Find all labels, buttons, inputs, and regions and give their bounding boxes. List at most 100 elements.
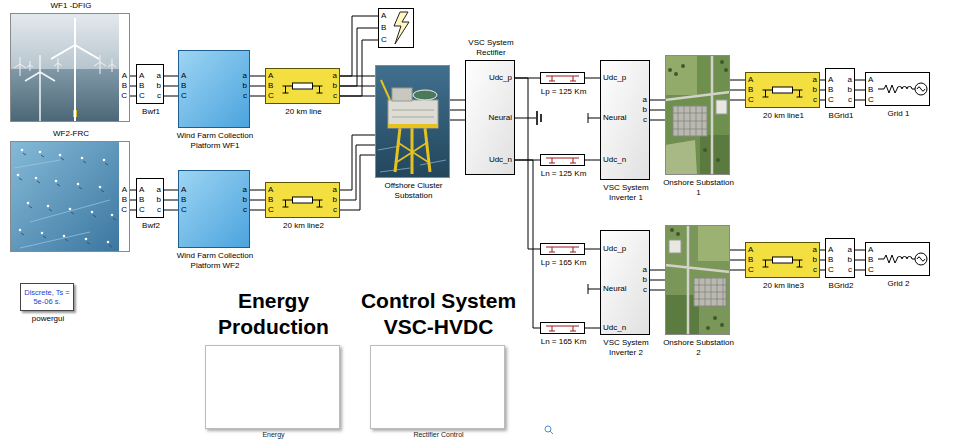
block-name: Rectifier Control <box>371 431 506 439</box>
collection-platform-block: ABCabcWind Farm Collection Platform WF2 <box>178 170 250 248</box>
grid-source-block: ABCGrid 2 <box>865 242 930 276</box>
subsystem-block: Energy ProductionEnergy <box>205 345 340 429</box>
deck-lines <box>392 110 434 117</box>
port-label: a <box>643 265 647 275</box>
port-label: A <box>868 75 873 85</box>
wire <box>650 270 665 290</box>
block-name: 20 km line3 <box>744 281 824 291</box>
port-label: B <box>122 81 127 91</box>
port-label: b <box>243 195 247 205</box>
wire <box>515 160 540 328</box>
platform-fill <box>178 50 250 128</box>
pi-line-symbols <box>283 83 803 267</box>
converter-fill <box>600 60 650 180</box>
wire <box>515 78 540 249</box>
port-label: c <box>243 205 247 215</box>
sea <box>10 141 119 252</box>
switchyard <box>694 278 726 306</box>
wire <box>585 328 600 329</box>
port-label: b <box>813 255 817 265</box>
port-label: C <box>748 265 754 275</box>
block-name: powergui <box>18 314 78 324</box>
substation-photo: Offshore Cluster Substation <box>375 65 450 178</box>
port-label: A <box>181 71 186 81</box>
transmission-line-block: ABCabc20 km line2 <box>265 182 340 218</box>
port-label: B <box>122 195 127 205</box>
helideck <box>413 90 437 100</box>
port-label: B <box>868 255 873 265</box>
block-name: WF2-FRC <box>11 129 131 139</box>
port-label: C <box>381 35 387 45</box>
section-heading: Energy Production <box>194 288 354 340</box>
port-label: Udc_n <box>489 155 512 165</box>
module <box>392 88 412 101</box>
port-label: a <box>243 71 247 81</box>
block-name: Bwf2 <box>129 221 173 231</box>
port-label: B <box>828 255 833 265</box>
impedance <box>773 87 793 93</box>
impedance <box>293 83 313 89</box>
port-label: A <box>381 11 386 21</box>
port-label: C <box>268 91 274 101</box>
port-label: B <box>868 85 873 95</box>
dc-cable-symbols <box>546 76 579 331</box>
wind-farm-photo <box>10 13 119 122</box>
offshore-platform-photo <box>375 65 450 178</box>
port-label: b <box>157 81 161 91</box>
port-label: c <box>333 91 337 101</box>
converter-fill <box>465 60 515 175</box>
port-label: a <box>333 185 337 195</box>
port-label: Udc_n <box>603 155 626 165</box>
port-label: Udc_p <box>603 244 626 254</box>
source-circle <box>915 253 927 265</box>
turbines <box>14 55 116 76</box>
wire <box>340 76 375 96</box>
port-label: Neural <box>603 284 627 294</box>
port-label: c <box>813 95 817 105</box>
port-label: C <box>121 91 127 101</box>
block-name: VSC System Inverter 2 <box>590 338 662 358</box>
block-name: Wind Farm Collection Platform WF2 <box>165 251 265 271</box>
port-label: A <box>748 245 753 255</box>
line-fill <box>745 72 820 108</box>
port-label: a <box>243 185 247 195</box>
block-name: VSC System Inverter 1 <box>590 183 662 203</box>
port-label: a <box>848 245 852 255</box>
port-label: C <box>181 205 187 215</box>
port-label: b <box>813 85 817 95</box>
zoom-icon <box>545 426 553 434</box>
onshore-substation-photo <box>665 55 730 175</box>
line-fill <box>265 182 340 218</box>
onshore-substation-photo <box>665 225 730 335</box>
trees <box>670 62 726 160</box>
block-name: Energy <box>206 431 341 439</box>
port-label: c <box>157 91 161 101</box>
dc-cable-block: Lp = 165 Km <box>540 243 585 255</box>
port-label: C <box>828 95 834 105</box>
port-label: C <box>268 205 274 215</box>
block-name: Offshore Cluster Substation <box>371 181 457 201</box>
port-label: c <box>243 91 247 101</box>
impedance <box>773 257 793 263</box>
port-label: C <box>139 91 145 101</box>
port-label: B <box>381 23 386 33</box>
port-label: a <box>157 71 161 81</box>
port-label: A <box>139 71 144 81</box>
substation-photo: Onshore Substation 2 <box>665 225 730 335</box>
port-label: A <box>122 185 127 195</box>
sky <box>10 13 119 69</box>
block-name: Grid 2 <box>869 279 929 289</box>
port-label: c <box>643 115 647 125</box>
turbine-shadows <box>19 153 116 247</box>
wind-farm-photo: WF2-FRCABC <box>10 141 130 252</box>
section-heading: Control System VSC-HVDC <box>351 288 526 340</box>
cable-symbol <box>546 326 579 331</box>
line-fill <box>265 68 340 104</box>
dc-cable-block: Ln = 165 Km <box>540 322 585 334</box>
port-label: A <box>828 245 833 255</box>
port-label: b <box>333 195 337 205</box>
equipment <box>694 278 726 306</box>
port-label: Udc_p <box>603 73 626 83</box>
jacket-braces <box>397 142 428 162</box>
port-label: C <box>121 205 127 215</box>
